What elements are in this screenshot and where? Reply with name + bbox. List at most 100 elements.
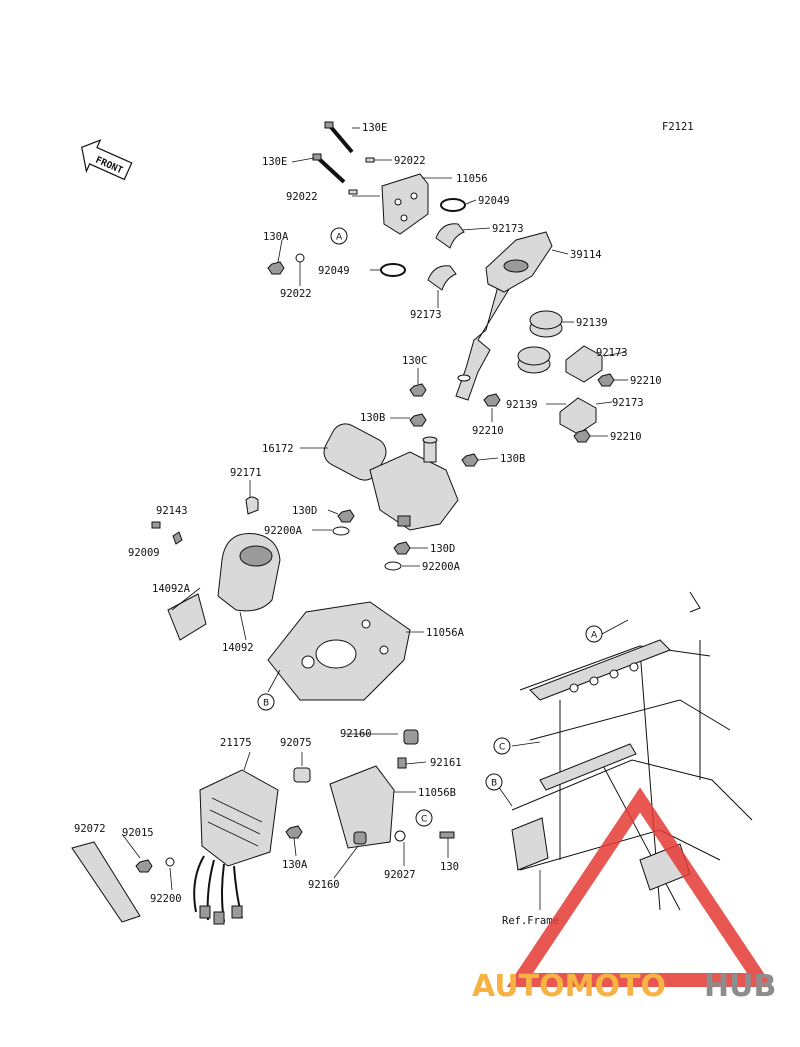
label-92210-a: 92210 [630,375,662,387]
callout-c-bracket: C [415,809,433,827]
label-92075: 92075 [280,737,312,749]
label-130C: 130C [402,355,427,367]
washer-92200 [165,857,175,867]
svg-text:C: C [421,815,427,825]
ecu-group [71,729,455,925]
label-130E-b: 130E [262,156,287,168]
automotohub-watermark: AUTOMOTO HUB [472,787,776,1004]
part-labels: 130E 130E 92022 11056 92022 92049 92173 … [74,122,662,927]
label-92143: 92143 [156,505,188,517]
watermark-triangle-icon [506,787,774,987]
label-92173-a: 92173 [492,223,524,235]
figure-code: F2121 [662,121,694,133]
grommet-92160-a [403,729,419,745]
oring-92049-b [380,263,406,277]
svg-text:B: B [491,779,497,789]
pin-92022-b [348,189,358,195]
front-arrow: FRONT [81,139,133,181]
watermark-text-part2: HUB [704,969,776,1004]
label-92173-b: 92173 [410,309,442,321]
label-14092A: 14092A [152,583,191,595]
label-130: 130 [440,861,459,873]
leader-lines [121,127,629,910]
spacer-92161 [397,757,407,769]
watermark-text-part1: AUTOMOTO [472,969,666,1004]
bracket-11056B [329,765,395,849]
washer-92200A-b [384,561,402,571]
label-92022-b: 92022 [286,191,318,203]
clamp-92173-d [559,397,597,435]
nut-92210-b [573,429,591,443]
label-92049-b: 92049 [318,265,350,277]
bolt-130D-a [337,509,355,523]
label-11056A: 11056A [426,627,465,639]
eps-unit-group [323,423,459,571]
label-130D-a: 130D [292,505,317,517]
mount-plate-11056A [267,601,411,701]
label-130B-b: 130B [500,453,525,465]
bolt-130E-bottom [312,153,322,161]
grommet-92075 [293,767,311,783]
cover-group [151,496,281,641]
label-39114: 39114 [570,249,602,261]
clip-92143 [172,531,183,545]
bolt-130 [439,831,455,839]
label-92161: 92161 [430,757,462,769]
bolt-130D-b [393,541,411,555]
label-130E-a: 130E [362,122,387,134]
label-92210-b: 92210 [472,425,504,437]
label-92173-c: 92173 [596,347,628,359]
bolt-130B-a [409,413,427,427]
clamp-92173-c [565,345,603,383]
pin-92022-a [365,157,375,163]
label-92022-a: 92022 [394,155,426,167]
label-92015: 92015 [122,827,154,839]
label-21175: 21175 [220,737,252,749]
clamp-92173-b [427,265,457,291]
bolt-130E-top [324,121,334,129]
bolt-92009 [151,521,161,529]
svg-text:A: A [591,631,598,641]
svg-text:B: B [263,699,269,709]
cover-14092 [217,533,281,612]
label-92210-c: 92210 [610,431,642,443]
clamp-92173-a [435,223,465,249]
label-92160-a: 92160 [340,728,372,740]
ecu-harness [193,855,243,923]
washer-92200A-a [332,526,350,536]
strap-92072 [71,841,141,923]
ecu-21175 [199,769,279,867]
label-92139-b: 92139 [506,399,538,411]
bolt-130B-b [461,453,479,467]
label-ref-frame: Ref.Frame [502,915,559,927]
label-92200A-b: 92200A [422,561,461,573]
callout-c-frame: C [493,737,511,755]
label-14092: 14092 [222,642,254,654]
bolt-130C [409,383,427,397]
callout-a-frame: A [585,625,603,643]
callout-b-plate: B [257,693,275,711]
reference-frame [511,591,753,911]
label-16172: 16172 [262,443,294,455]
label-130A-b: 130A [282,859,308,871]
label-92009: 92009 [128,547,160,559]
bolt-130A-lower [285,825,303,839]
label-92139-a: 92139 [576,317,608,329]
cover-14092A [167,593,207,641]
eps-gearbox [369,451,459,531]
callout-b-frame: B [485,773,503,791]
label-92171: 92171 [230,467,262,479]
label-130A-a: 130A [263,231,289,243]
label-130D-b: 130D [430,543,455,555]
label-92160-b: 92160 [308,879,340,891]
label-92200A-a: 92200A [264,525,303,537]
label-92072: 92072 [74,823,106,835]
label-11056: 11056 [456,173,488,185]
svg-text:C: C [499,743,505,753]
label-92027: 92027 [384,869,416,881]
nut-92015 [135,859,153,873]
bolt-130A-upper [267,261,285,275]
nut-92210-c [483,393,501,407]
svg-text:A: A [336,233,343,243]
